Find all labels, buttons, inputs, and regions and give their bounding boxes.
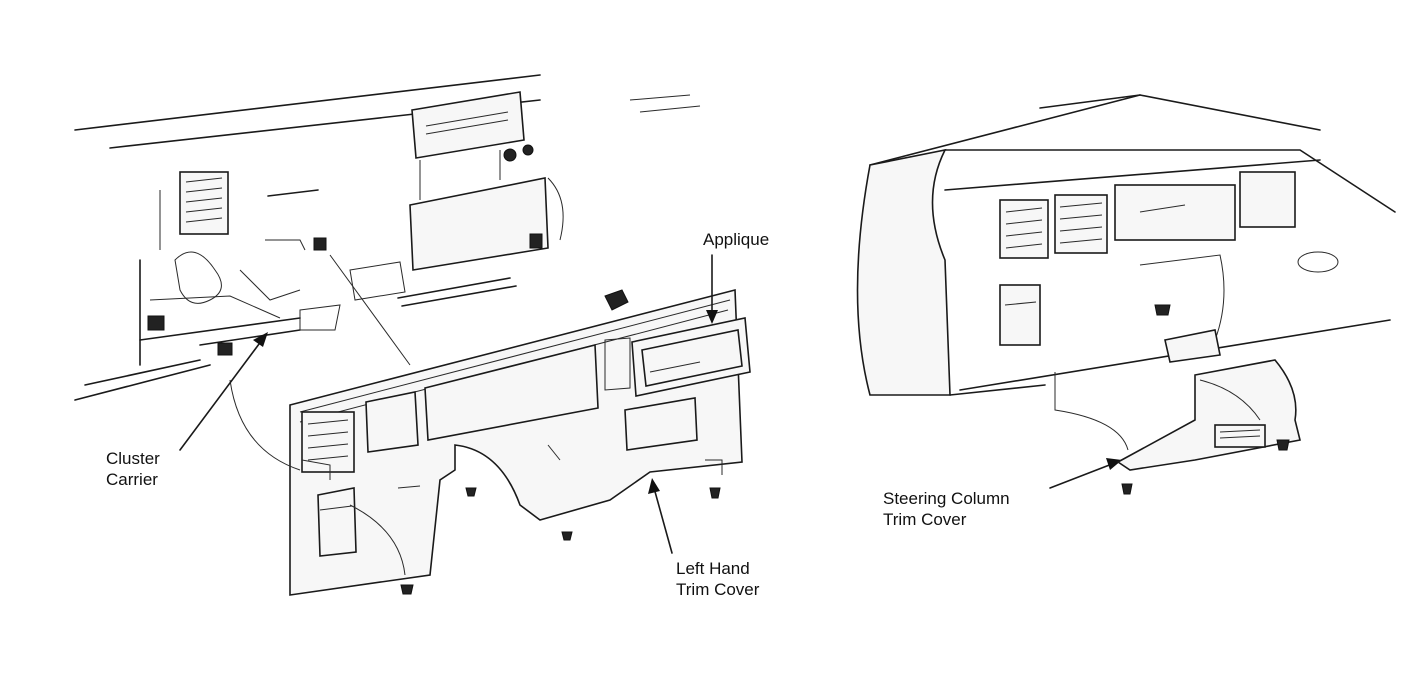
left-dash-background — [74, 74, 701, 401]
left-hand-trim-cover-part — [289, 288, 743, 596]
radio-unit — [349, 91, 629, 311]
right-dash-assembly — [856, 94, 1396, 396]
assembly-guide-lines — [229, 254, 411, 576]
screws-left — [400, 487, 721, 595]
cluster-carrier-label-line-1: Cluster — [106, 449, 160, 468]
applique-label-text: Applique — [703, 230, 770, 249]
cluster-carrier-label: Cluster Carrier — [106, 448, 160, 490]
left-hand-trim-cover-label-line-2: Trim Cover — [676, 580, 760, 599]
cluster-carrier-label-line-2: Carrier — [106, 470, 158, 489]
steering-column-trim-cover-label-line-1: Steering Column — [883, 489, 1010, 508]
applique-part — [604, 317, 751, 397]
applique-label: Applique — [703, 229, 769, 250]
left-hand-trim-cover-label-line-1: Left Hand — [676, 559, 750, 578]
steering-column-trim-cover-label: Steering Column Trim Cover — [883, 488, 1010, 530]
callout-arrows — [179, 254, 1122, 554]
steering-column-trim-cover-label-line-2: Trim Cover — [883, 510, 967, 529]
left-hand-trim-cover-label: Left Hand Trim Cover — [676, 558, 759, 600]
steering-column-trim-cover-part — [1054, 359, 1301, 495]
